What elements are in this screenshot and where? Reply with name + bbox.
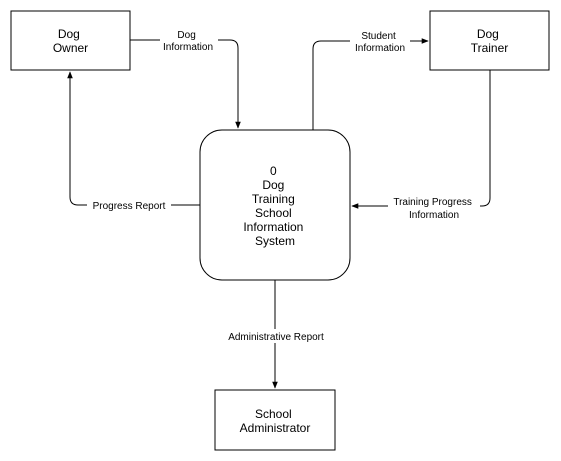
flow-training-progress-information-label: Training Progress Information	[393, 197, 474, 221]
dog-owner-entity[interactable]: Dog Owner	[10, 10, 131, 71]
system-process[interactable]: 0 Dog Training School Information System	[199, 129, 351, 281]
flow-training-progress-information[interactable]: Training Progress Information	[351, 70, 491, 221]
dog-owner-label: Dog Owner	[53, 27, 88, 55]
dog-trainer-entity[interactable]: Dog Trainer	[429, 10, 550, 71]
school-administrator-entity[interactable]: School Administrator	[214, 389, 336, 451]
flow-progress-report-label: Progress Report	[93, 201, 166, 212]
flow-dog-information-arrow	[130, 39, 241, 129]
flow-progress-report-arrow	[67, 71, 200, 206]
flow-administrative-report[interactable]: Administrative Report	[222, 280, 330, 389]
flow-student-information-arrow	[312, 38, 429, 130]
flow-dog-information-label: Dog Information	[163, 30, 213, 53]
flow-student-information[interactable]: Student Information	[312, 29, 429, 130]
flow-progress-report[interactable]: Progress Report	[67, 71, 200, 212]
flow-student-information-label: Student Information	[355, 31, 405, 54]
system-label: 0 Dog Training School Information System	[243, 164, 306, 248]
school-administrator-label: School Administrator	[240, 407, 311, 435]
flow-training-progress-information-arrow	[351, 70, 491, 209]
flow-dog-information[interactable]: Dog Information	[130, 28, 241, 129]
dog-trainer-label: Dog Trainer	[471, 27, 509, 55]
flow-administrative-report-label: Administrative Report	[228, 332, 324, 343]
